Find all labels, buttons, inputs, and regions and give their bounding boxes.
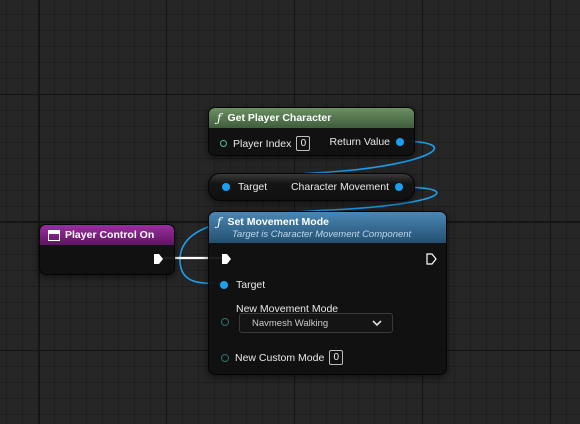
event-square-icon (48, 229, 60, 241)
pin-player-index[interactable]: Player Index 0 (220, 136, 311, 151)
node-title: Player Control On (65, 229, 155, 241)
chevron-down-icon (372, 319, 382, 326)
pin-label: New Custom Mode (235, 351, 325, 364)
pin-label: Character Movement (290, 181, 389, 193)
exec-arrow-outline-icon[interactable] (426, 253, 437, 265)
object-pin-icon[interactable] (396, 138, 404, 146)
enum-pin-icon[interactable] (221, 318, 229, 326)
object-pin-icon[interactable] (395, 183, 403, 191)
pin-exec-out[interactable] (426, 253, 437, 265)
movement-mode-dropdown[interactable]: Navmesh Walking (239, 313, 393, 333)
graph-origin-vertical-line (38, 0, 40, 424)
pin-character-movement[interactable]: Character Movement (291, 181, 403, 193)
int-pin-icon[interactable] (220, 140, 227, 147)
custom-mode-input[interactable]: 0 (329, 350, 344, 365)
node-title: Set Movement Mode (227, 216, 329, 228)
dropdown-value: Navmesh Walking (252, 317, 329, 329)
node-header: ƒ Set Movement Mode Target is Character … (209, 212, 446, 243)
pin-new-movement-mode[interactable]: New Movement Mode (236, 303, 338, 315)
pin-exec-in[interactable] (221, 253, 232, 265)
node-get-player-character[interactable]: ƒ Get Player Character Player Index 0 Re… (208, 107, 415, 156)
node-header: Player Control On (40, 225, 174, 245)
node-subtitle: Target is Character Movement Component (232, 229, 412, 240)
object-pin-icon[interactable] (220, 281, 228, 289)
int-pin-icon[interactable] (221, 353, 229, 362)
pin-target[interactable]: Target (222, 181, 267, 193)
pin-return-value[interactable]: Return Value (329, 136, 404, 148)
node-set-movement-mode[interactable]: ƒ Set Movement Mode Target is Character … (208, 211, 447, 375)
pin-label: Target (238, 181, 268, 193)
object-pin-icon[interactable] (222, 183, 230, 191)
pin-new-custom-mode[interactable]: New Custom Mode 0 (221, 350, 344, 365)
node-title: Get Player Character (227, 112, 332, 124)
exec-arrow-icon[interactable] (221, 253, 232, 265)
node-character-movement[interactable]: Target Character Movement (208, 173, 415, 201)
pin-exec-out[interactable] (153, 253, 164, 265)
exec-arrow-icon[interactable] (153, 253, 164, 265)
function-f-icon: ƒ (217, 111, 222, 125)
pin-target[interactable]: Target (220, 279, 265, 291)
function-f-icon: ƒ (217, 215, 222, 229)
pin-label: New Movement Mode (236, 303, 339, 315)
pin-label: Target (236, 279, 266, 291)
node-player-control-on[interactable]: Player Control On (39, 224, 175, 275)
player-index-input[interactable]: 0 (296, 136, 311, 151)
pin-label: Player Index (233, 137, 292, 150)
pin-label: Return Value (329, 136, 390, 148)
node-header: ƒ Get Player Character (209, 108, 414, 128)
